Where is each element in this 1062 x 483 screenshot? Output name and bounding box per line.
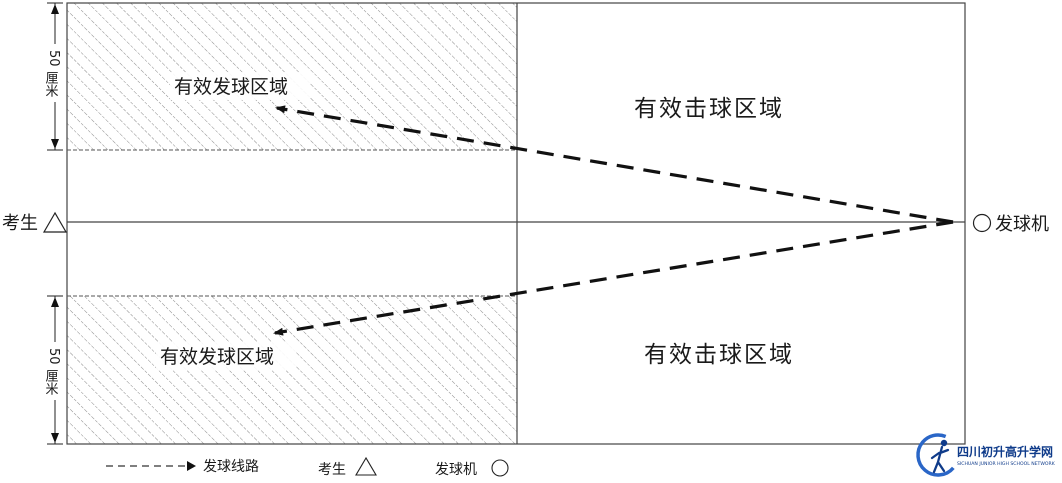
legend-serve-path-label: 发球线路 xyxy=(203,459,259,475)
dimension-top-arrow-up xyxy=(51,4,59,14)
legend-student-label: 考生 xyxy=(318,462,346,478)
dimension-top-arrow-down xyxy=(51,139,59,149)
student-triangle-icon xyxy=(42,211,68,233)
machine-circle-icon xyxy=(972,213,992,233)
logo-emblem-figure-icon xyxy=(930,445,950,474)
legend-machine-label: 发球机 xyxy=(435,462,477,478)
serve-path-top xyxy=(275,105,954,224)
serve-zone-bottom-label: 有效发球区域 xyxy=(160,346,274,368)
serve-path-bottom xyxy=(273,220,954,336)
dimension-bottom-unit: 厘米 xyxy=(43,369,59,395)
dimension-bottom-value: 50 xyxy=(46,348,61,365)
dimension-top-label-bg xyxy=(47,44,63,102)
dimension-bottom-label-bg xyxy=(47,342,63,400)
dimension-bottom-arrow-down xyxy=(51,433,59,443)
hit-zone-bottom-label: 有效击球区域 xyxy=(644,342,794,368)
legend-triangle-icon xyxy=(355,456,377,476)
court-outline xyxy=(66,2,966,445)
serve-zone-top-label: 有效发球区域 xyxy=(174,76,288,98)
serve-zone-bottom-label-bg xyxy=(156,342,296,370)
dimension-top-unit: 厘米 xyxy=(43,71,59,97)
legend-arrow-icon xyxy=(187,461,196,471)
hit-zone-top-label: 有效击球区域 xyxy=(634,96,784,122)
student-label: 考生 xyxy=(2,213,38,234)
logo-subtitle: SICHUAN JUNIOR HIGH SCHOOL NETWORK xyxy=(957,461,1056,467)
logo-emblem-head xyxy=(940,439,948,447)
logo-title: 四川初升高升学网 xyxy=(957,444,1053,459)
dimension-bottom-arrow-up xyxy=(51,297,59,307)
machine-label: 发球机 xyxy=(995,214,1049,235)
legend-circle-icon xyxy=(491,459,509,477)
serve-zone-top-label-bg xyxy=(170,72,310,100)
logo-emblem-ring xyxy=(916,433,960,477)
dimension-top-value: 50 xyxy=(46,50,61,67)
watermark-logo: 四川初升高升学网 SICHUAN JUNIOR HIGH SCHOOL NETW… xyxy=(916,433,1056,477)
